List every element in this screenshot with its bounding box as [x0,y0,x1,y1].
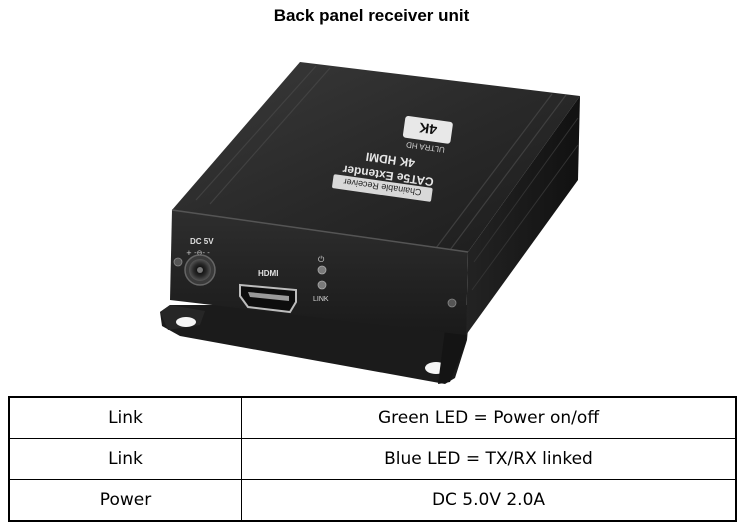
table-row: Link Blue LED = TX/RX linked [8,438,737,480]
table-cell-label: Link [8,396,242,439]
power-led [317,265,327,275]
table-cell-label: Link [8,438,242,480]
table-cell-value: Green LED = Power on/off [241,396,737,439]
dc-polarity-label: + -⊖- - [186,249,210,257]
table-cell-value: DC 5.0V 2.0A [241,479,737,522]
hdmi-port [239,283,297,314]
enclosure-side [466,96,580,335]
link-led-label: LINK [313,296,329,303]
table-row: Link Green LED = Power on/off [8,396,737,439]
page-title: Back panel receiver unit [273,6,470,25]
hdmi-port-label: HDMI [258,269,278,278]
link-led [317,280,327,290]
spec-table: Link Green LED = Power on/off Link Blue … [8,396,737,522]
table-cell-value: Blue LED = TX/RX linked [241,438,737,480]
dc-port-label: DC 5V [190,237,214,246]
label-badge [402,115,453,144]
receiver-unit-image: 4K ULTRA HD 4K HDMI CAT5e Extender Chain… [160,62,580,384]
label-badge-text: 4K [418,120,438,138]
table-cell-label: Power [8,479,242,522]
dc-power-jack [184,254,216,286]
power-led-symbol: ⏻ [318,255,325,264]
enclosure-top [172,62,580,252]
label-line1: 4K HDMI [365,150,416,171]
table-row: Power DC 5.0V 2.0A [8,479,737,522]
